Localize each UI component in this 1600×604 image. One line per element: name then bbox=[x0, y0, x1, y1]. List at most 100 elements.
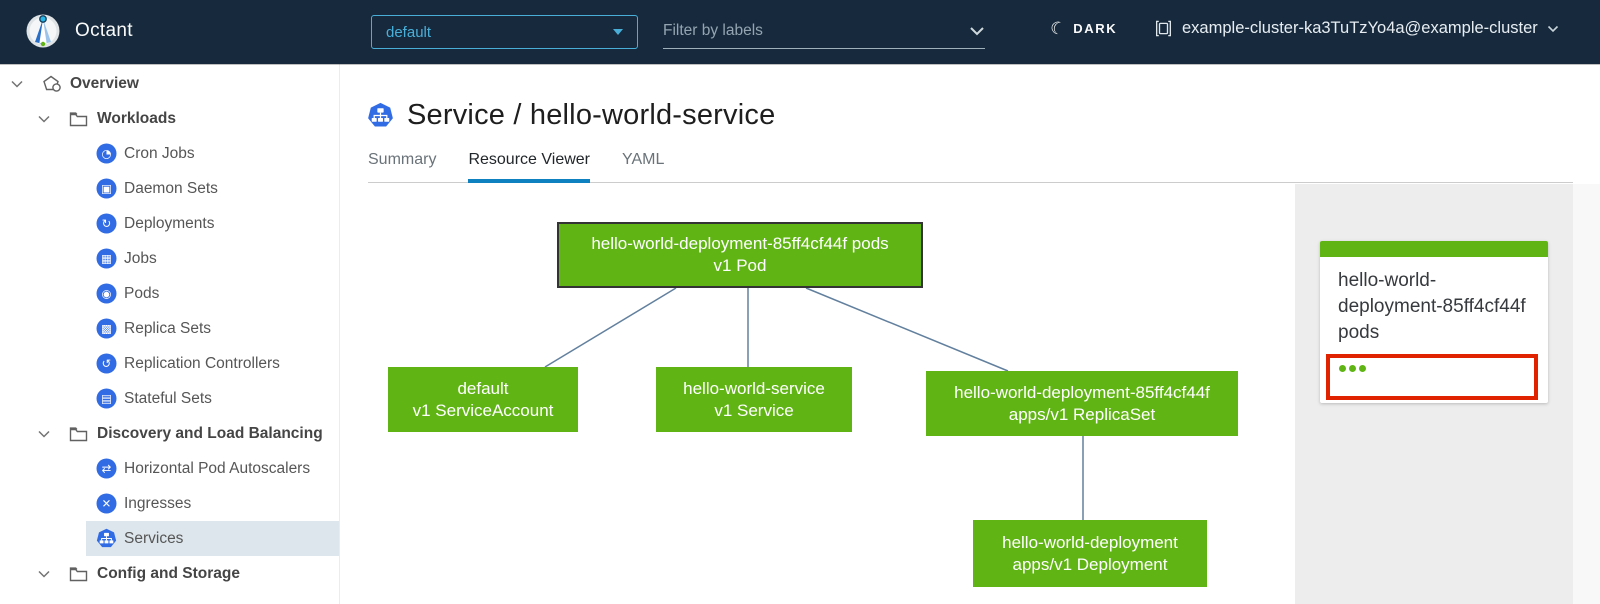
node-name: hello-world-deployment bbox=[1002, 532, 1178, 552]
sidebar-item-label: Replication Controllers bbox=[124, 354, 280, 372]
sidebar-item-label: Workloads bbox=[97, 109, 176, 127]
sidebar-item-overview[interactable]: Overview bbox=[0, 66, 339, 101]
replication-controllers-icon: ↺ bbox=[96, 353, 124, 374]
sidebar-item-pods[interactable]: ◉Pods bbox=[0, 276, 339, 311]
tab-resource-viewer[interactable]: Resource Viewer bbox=[468, 151, 590, 183]
tab-divider bbox=[368, 182, 1573, 183]
selected-node-card: hello-world-deployment-85ff4cf44f pods bbox=[1320, 241, 1548, 403]
svg-text:↻: ↻ bbox=[102, 217, 112, 231]
stateful-sets-icon: ▤ bbox=[96, 388, 124, 409]
dark-mode-label: DARK bbox=[1073, 21, 1118, 36]
jobs-icon: ▦ bbox=[96, 248, 124, 269]
label-filter bbox=[663, 14, 985, 49]
octant-logo-icon bbox=[26, 14, 60, 48]
cluster-label: example-cluster-ka3TuTzYo4a@example-clus… bbox=[1182, 19, 1538, 37]
applications-icon bbox=[42, 75, 70, 93]
page-title-text: Service / hello-world-service bbox=[407, 99, 776, 131]
tab-summary[interactable]: Summary bbox=[368, 151, 437, 168]
chevron-down-icon[interactable] bbox=[37, 428, 69, 440]
caret-down-icon bbox=[613, 29, 623, 35]
chevron-down-icon[interactable] bbox=[37, 568, 69, 580]
moon-icon: ☾ bbox=[1047, 17, 1068, 40]
chevron-down-icon[interactable] bbox=[37, 113, 69, 125]
edge-pod-serviceaccount bbox=[544, 287, 677, 368]
brand: Octant bbox=[24, 12, 133, 50]
sidebar-item-horizontal-pod-autoscalers[interactable]: ⇄ Horizontal Pod Autoscalers bbox=[0, 451, 339, 486]
svg-text:▩: ▩ bbox=[101, 322, 112, 336]
service-icon bbox=[368, 102, 393, 127]
services-icon bbox=[96, 528, 124, 549]
sidebar-item-stateful-sets[interactable]: ▤Stateful Sets bbox=[0, 381, 339, 416]
sidebar-item-label: Config and Storage bbox=[97, 564, 240, 582]
tab-yaml[interactable]: YAML bbox=[622, 151, 665, 168]
chevron-down-icon bbox=[1547, 25, 1558, 32]
chevron-down-icon[interactable] bbox=[969, 26, 985, 36]
sidebar-item-label: Horizontal Pod Autoscalers bbox=[124, 459, 311, 477]
detail-panel: hello-world-deployment-85ff4cf44f pods bbox=[1295, 184, 1573, 604]
chevron-down-icon[interactable] bbox=[10, 78, 42, 90]
node-name: hello-world-service bbox=[683, 378, 825, 398]
sidebar-item-daemon-sets[interactable]: ▣ Daemon Sets bbox=[0, 171, 339, 206]
cluster-selector[interactable]: example-cluster-ka3TuTzYo4a@example-clus… bbox=[1154, 19, 1559, 38]
horizontal-pod-autoscalers-icon: ⇄ bbox=[96, 458, 124, 479]
sidebar-item-label: Replica Sets bbox=[124, 319, 212, 337]
svg-text:▣: ▣ bbox=[101, 182, 112, 196]
sidebar-item-services[interactable]: Services bbox=[0, 521, 339, 556]
top-bar: Octant default ☾ DARK example-cluster-ka… bbox=[0, 0, 1600, 64]
svg-text:↺: ↺ bbox=[102, 357, 112, 371]
sidebar-item-cron-jobs[interactable]: ◔ Cron Jobs bbox=[0, 136, 339, 171]
edge-pod-replicaset bbox=[805, 287, 1009, 372]
page-title: Service / hello-world-service bbox=[367, 99, 775, 132]
card-title: hello-world-deployment-85ff4cf44f pods bbox=[1338, 270, 1526, 343]
node-name: default bbox=[457, 378, 509, 398]
sidebar-item-replication-controllers[interactable]: ↺ Replication Controllers bbox=[0, 346, 339, 381]
sidebar-item-label: Daemon Sets bbox=[124, 179, 218, 197]
pod-ok-dot bbox=[1349, 365, 1356, 372]
folder-icon bbox=[69, 426, 97, 442]
pod-ok-dot bbox=[1359, 365, 1366, 372]
dark-mode-toggle[interactable]: ☾ DARK bbox=[1047, 17, 1118, 40]
sidebar-item-discovery-and-load-balancing[interactable]: Discovery and Load Balancing bbox=[0, 416, 339, 451]
sidebar-item-label: Services bbox=[124, 529, 184, 547]
sidebar-item-label: Overview bbox=[70, 74, 139, 92]
svg-text:✕: ✕ bbox=[102, 497, 112, 511]
pod-status-box[interactable] bbox=[1326, 354, 1538, 400]
sidebar-item-workloads[interactable]: Workloads bbox=[0, 101, 339, 136]
daemon-sets-icon: ▣ bbox=[96, 178, 124, 199]
node-kind: apps/v1 Deployment bbox=[1012, 554, 1168, 574]
replica-sets-icon: ▩ bbox=[96, 318, 124, 339]
sidebar-item-deployments[interactable]: ↻ Deployments bbox=[0, 206, 339, 241]
sidebar-item-label: Stateful Sets bbox=[124, 389, 212, 407]
cron-jobs-icon: ◔ bbox=[96, 143, 124, 164]
node-kind: v1 Service bbox=[714, 400, 794, 420]
label-filter-input[interactable] bbox=[663, 22, 969, 40]
scrollbar-track[interactable] bbox=[1573, 184, 1600, 604]
sidebar-item-label: Pods bbox=[124, 284, 160, 302]
namespace-value: default bbox=[386, 23, 432, 41]
svg-text:◔: ◔ bbox=[101, 147, 111, 161]
cluster-icon bbox=[1155, 20, 1172, 37]
sidebar-item-jobs[interactable]: ▦ Jobs bbox=[0, 241, 339, 276]
pod-ok-dot bbox=[1339, 365, 1346, 372]
sidebar-item-config-and-storage[interactable]: Config and Storage bbox=[0, 556, 339, 591]
sidebar-item-label: Ingresses bbox=[124, 494, 192, 512]
pods-icon: ◉ bbox=[96, 283, 124, 304]
deployments-icon: ↻ bbox=[96, 213, 124, 234]
namespace-dropdown[interactable]: default bbox=[371, 15, 638, 49]
svg-text:▦: ▦ bbox=[101, 252, 112, 266]
sidebar-item-replica-sets[interactable]: ▩ Replica Sets bbox=[0, 311, 339, 346]
node-kind: apps/v1 ReplicaSet bbox=[1008, 404, 1156, 424]
sidebar-item-ingresses[interactable]: ✕ Ingresses bbox=[0, 486, 339, 521]
sidebar-item-label: Deployments bbox=[124, 214, 215, 232]
svg-text:⇄: ⇄ bbox=[102, 462, 112, 476]
folder-icon bbox=[69, 111, 97, 127]
sidebar-item-label: Jobs bbox=[124, 249, 157, 267]
sidebar-item-label: Cron Jobs bbox=[124, 144, 195, 162]
